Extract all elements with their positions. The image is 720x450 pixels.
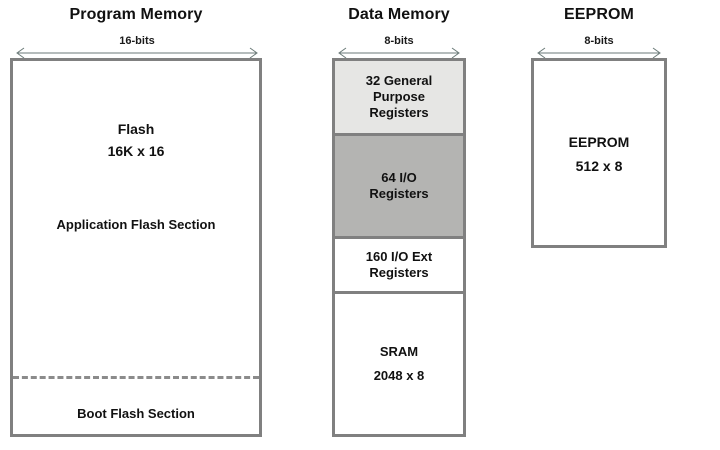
sram-size-label: 2048 x 8 [373, 368, 425, 383]
program-memory-title: Program Memory [69, 6, 203, 23]
flash-name-label: Flash [117, 121, 155, 137]
io-registers-line-1: 64 I/O [381, 169, 417, 185]
eeprom-name-label: EEPROM [568, 134, 630, 150]
eeprom-box: EEPROM 512 x 8 [531, 58, 667, 248]
data-memory-width-dimension: 8-bits [334, 35, 464, 60]
eeprom-title: EEPROM [564, 6, 634, 23]
eeprom-size-label: 512 x 8 [575, 158, 623, 174]
segment-io-ext-registers: 160 I/O Ext Registers [335, 239, 463, 294]
boot-flash-section-label: Boot Flash Section [77, 406, 195, 421]
program-memory-width-label: 16-bits [12, 35, 262, 47]
gp-registers-line-3: Registers [369, 105, 429, 121]
boot-section-divider [13, 376, 259, 379]
segment-general-purpose-registers: 32 General Purpose Registers [335, 61, 463, 136]
dimension-arrow-icon [16, 47, 258, 59]
dimension-arrow-icon [537, 47, 661, 59]
data-memory-width-label: 8-bits [334, 35, 464, 47]
flash-size-label: 16K x 16 [107, 143, 165, 159]
segment-io-registers: 64 I/O Registers [335, 136, 463, 239]
eeprom-width-dimension: 8-bits [533, 35, 665, 60]
io-ext-registers-line-1: 160 I/O Ext [365, 248, 433, 264]
program-memory-box: Flash 16K x 16 Application Flash Section… [10, 58, 262, 437]
io-registers-line-2: Registers [369, 186, 429, 201]
gp-registers-line-1: 32 General [365, 72, 433, 88]
dimension-arrow-icon [338, 47, 460, 59]
segment-sram: SRAM 2048 x 8 [335, 294, 463, 434]
sram-name-label: SRAM [379, 343, 419, 359]
gp-registers-line-2: Purpose [372, 88, 425, 104]
data-memory-box: 32 General Purpose Registers 64 I/O Regi… [332, 58, 466, 437]
data-memory-title: Data Memory [348, 6, 450, 23]
program-memory-width-dimension: 16-bits [12, 35, 262, 60]
io-ext-registers-line-2: Registers [369, 265, 429, 280]
eeprom-width-label: 8-bits [533, 35, 665, 47]
application-flash-section-label: Application Flash Section [56, 217, 216, 232]
